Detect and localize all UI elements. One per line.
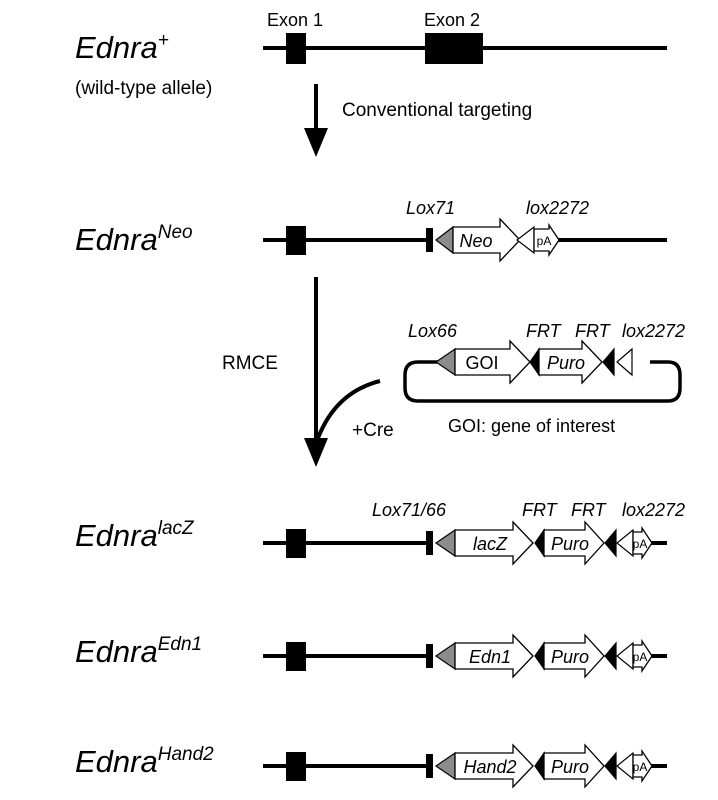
hand2-allele-row: EdnraHand2 Hand2 Puro pA xyxy=(75,743,667,789)
hand2-lox7166-triangle xyxy=(434,751,456,781)
exon2-box xyxy=(425,33,483,64)
neo-pa-label: pA xyxy=(537,234,552,248)
edn1-lox7166-box xyxy=(426,644,433,668)
neo-exon1-box xyxy=(286,226,306,255)
rmce-arrowhead xyxy=(304,438,328,467)
edn1-frt2-triangle xyxy=(604,641,617,671)
plasmid-frt2-label: FRT xyxy=(575,321,612,341)
edn1-lox7166-triangle xyxy=(434,641,456,671)
hand2-pa-label: pA xyxy=(633,760,648,774)
lox71-triangle xyxy=(435,225,454,255)
hand2-pa-arrow xyxy=(632,748,653,784)
frt1-triangle xyxy=(529,347,540,377)
lox2272-triangle xyxy=(516,225,535,255)
lacz-allele-row: EdnralacZ lacZ Puro pA Lox71/66 FRT FRT … xyxy=(75,500,685,566)
hand2-frt2-triangle xyxy=(604,751,617,781)
lacz-frt2-label: FRT xyxy=(571,500,608,520)
goi-cassette-label: GOI xyxy=(465,353,498,373)
lacz-lox2272-triangle xyxy=(616,528,634,558)
hand2-frt1-triangle xyxy=(534,751,545,781)
edn1-puro-cassette-arrow xyxy=(543,633,605,679)
wildtype-allele-note: (wild-type allele) xyxy=(75,78,212,99)
edn1-exon1-box xyxy=(286,642,306,671)
plasmid-lox2272-triangle xyxy=(616,347,633,377)
wildtype-allele-row: Ednra+ (wild-type allele) Exon 1 Exon 2 xyxy=(75,10,667,99)
rmce-step: RMCE +Cre xyxy=(222,277,394,467)
exon1-box xyxy=(286,33,306,64)
neo-allele-row: EdnraNeo Neo pA Lox71 lox2272 xyxy=(75,198,667,263)
lacz-cassette-arrow xyxy=(454,520,534,566)
neo-cassette-label: Neo xyxy=(459,231,492,251)
edn1-frt1-triangle xyxy=(534,641,545,671)
lacz-lox7166-triangle xyxy=(434,528,456,558)
frt2-triangle xyxy=(602,347,615,377)
edn1-pa-arrow xyxy=(632,638,653,674)
conventional-targeting-arrowhead xyxy=(304,128,328,157)
lacz-frt1-label: FRT xyxy=(522,500,559,520)
edn1-cassette-label: Edn1 xyxy=(469,647,511,667)
plasmid-frt1-label: FRT xyxy=(526,321,563,341)
hand2-puro-cassette-label: Puro xyxy=(551,757,589,777)
exon1-label: Exon 1 xyxy=(267,10,323,30)
lacz-puro-cassette-arrow xyxy=(543,520,605,566)
conventional-targeting-label: Conventional targeting xyxy=(342,100,532,121)
lacz-frt1-triangle xyxy=(534,528,545,558)
puro-cassette-label: Puro xyxy=(547,353,585,373)
cre-merge-curve xyxy=(316,379,381,439)
conventional-targeting-step: Conventional targeting xyxy=(304,84,532,157)
lox7166-label: Lox71/66 xyxy=(372,500,447,520)
hand2-puro-cassette-arrow xyxy=(543,743,605,789)
lacz-cassette-label: lacZ xyxy=(473,534,508,554)
hand2-allele-label: EdnraHand2 xyxy=(75,744,214,779)
lacz-exon1-box xyxy=(286,529,306,558)
edn1-allele-label: EdnraEdn1 xyxy=(75,634,202,669)
edn1-puro-cassette-label: Puro xyxy=(551,647,589,667)
lacz-pa-arrow xyxy=(632,525,653,561)
lox71-label: Lox71 xyxy=(406,198,455,218)
edn1-cassette-arrow xyxy=(454,633,534,679)
neo-allele-label: EdnraNeo xyxy=(75,222,193,257)
rmce-label: RMCE xyxy=(222,353,278,374)
plasmid-note: GOI: gene of interest xyxy=(448,416,615,436)
lacz-allele-label: EdnralacZ xyxy=(75,518,195,553)
goi-cassette-arrow xyxy=(454,339,531,385)
neo-lox2272-label: lox2272 xyxy=(526,198,589,218)
plasmid-lox2272-label: lox2272 xyxy=(622,321,685,341)
lox71-box xyxy=(426,228,433,252)
hand2-cassette-label: Hand2 xyxy=(463,757,516,777)
lacz-pa-label: pA xyxy=(633,537,648,551)
cre-label: +Cre xyxy=(352,420,394,441)
hand2-exon1-box xyxy=(286,752,306,781)
puro-cassette-arrow xyxy=(538,339,603,385)
lox66-label: Lox66 xyxy=(408,321,458,341)
neo-pa-arrow xyxy=(533,222,560,258)
hand2-lox7166-box xyxy=(426,754,433,778)
edn1-pa-label: pA xyxy=(633,650,648,664)
lox66-triangle xyxy=(434,347,456,377)
hand2-lox2272-triangle xyxy=(616,751,634,781)
edn1-allele-row: EdnraEdn1 Edn1 Puro pA xyxy=(75,633,667,679)
lacz-lox7166-box xyxy=(426,531,433,555)
plasmid-backbone xyxy=(403,360,682,403)
lacz-frt2-triangle xyxy=(604,528,617,558)
edn1-lox2272-triangle xyxy=(616,641,634,671)
lacz-puro-cassette-label: Puro xyxy=(551,534,589,554)
neo-cassette-arrow xyxy=(452,217,521,263)
exon2-label: Exon 2 xyxy=(424,10,480,30)
lacz-lox2272-label: lox2272 xyxy=(622,500,685,520)
donor-plasmid: GOI Puro Lox66 FRT FRT lox2272 GOI: gene… xyxy=(403,321,685,436)
wildtype-allele-label: Ednra+ xyxy=(75,30,169,65)
hand2-cassette-arrow xyxy=(454,743,534,789)
